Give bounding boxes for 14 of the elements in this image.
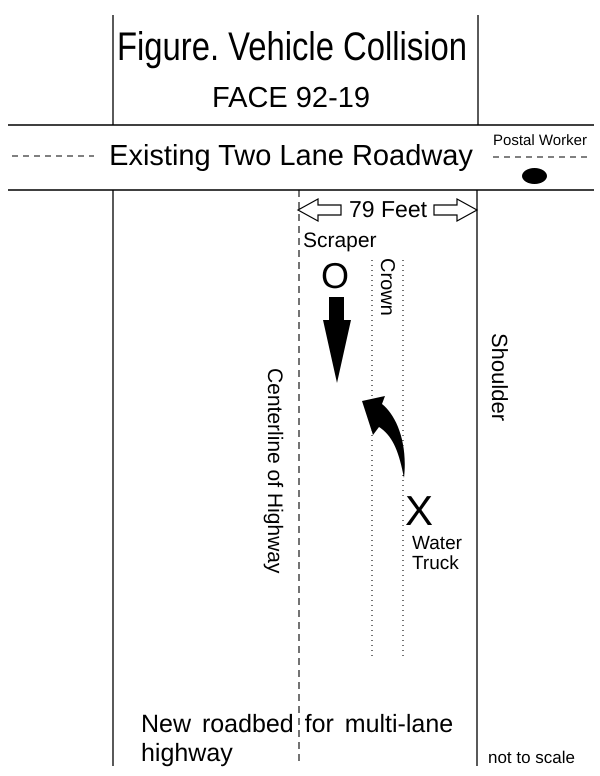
position-symbol: O [321, 258, 349, 294]
person-label: Postal Worker [493, 133, 587, 148]
centerline-label: Centerline of Highway [264, 368, 285, 574]
shoulder-label: Shoulder [488, 333, 510, 422]
report-number: FACE 92-19 [212, 84, 370, 113]
scale-note: not to scale [488, 749, 575, 766]
vehicle-label: Scraper [303, 230, 377, 251]
crown-label: Crown [377, 258, 397, 316]
dimension-label: 79 Feet [349, 198, 427, 221]
road-label: Existing Two Lane Roadway [109, 142, 473, 171]
figure-title: Figure. Vehicle Collision [116, 27, 468, 67]
vehicle-label: Water Truck [412, 534, 463, 574]
position-symbol: X [405, 490, 433, 532]
roadbed-label: New roadbed for multi-lane highway [141, 710, 454, 768]
